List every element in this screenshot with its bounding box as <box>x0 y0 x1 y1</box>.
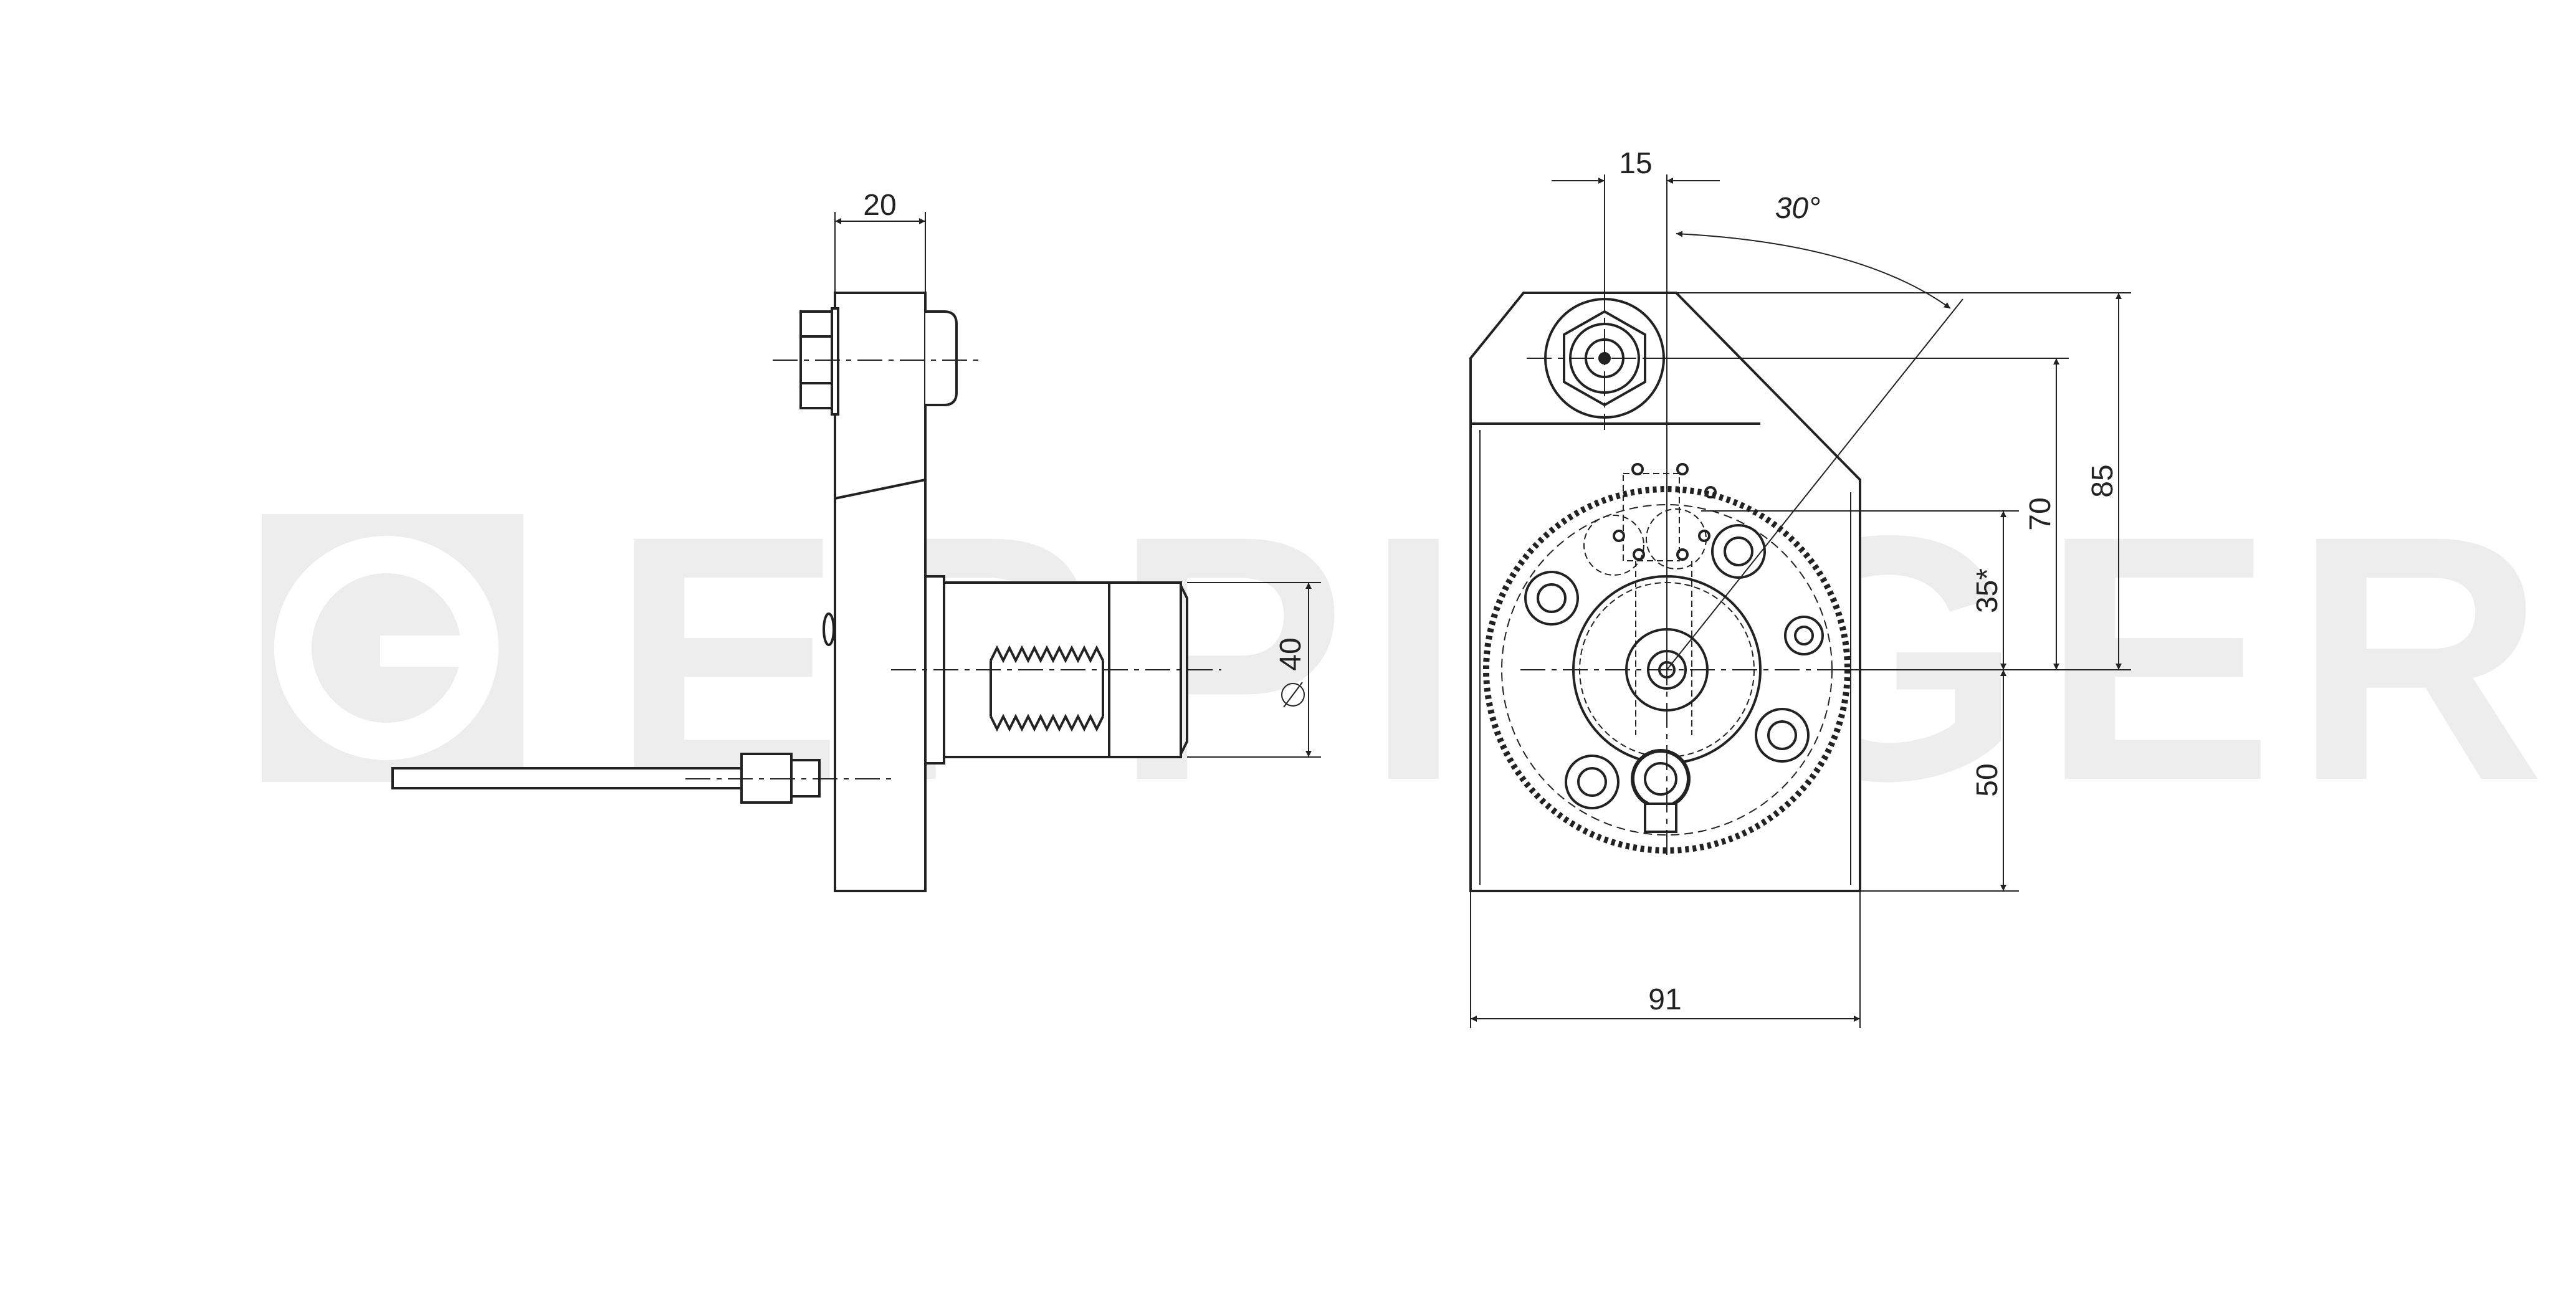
dim-side-diameter <box>1187 582 1321 758</box>
dim-label-front-offset: 15 <box>1619 147 1652 180</box>
side-plate-bolt <box>823 612 835 646</box>
front-small-holes <box>1613 463 1717 561</box>
dim-label-front-height-center: 35* <box>1971 568 2004 613</box>
side-nut-washer <box>831 307 839 416</box>
side-centerlines <box>685 360 1221 779</box>
front-coolant-nozzle <box>1631 749 1691 833</box>
dim-label-side-diameter: 40 <box>1274 637 1307 670</box>
dim-label-front-angle: 30° <box>1775 192 1821 225</box>
watermark-logo-bar <box>380 636 474 667</box>
dim-front-offset <box>1552 174 1720 670</box>
front-gear-bolts <box>1524 524 1824 809</box>
watermark: EPPINGER <box>262 463 2545 853</box>
dim-front-width <box>1470 891 1861 1028</box>
side-view <box>391 212 1321 892</box>
dim-side-width <box>834 212 926 293</box>
dim-label-front-width: 91 <box>1648 983 1681 1016</box>
dim-front-angle <box>1666 231 1963 670</box>
dim-front-right-extensions <box>1645 292 2131 892</box>
side-plate-break-line <box>834 479 926 500</box>
dim-label-side-width: 20 <box>863 189 896 222</box>
side-coolant-pipe <box>391 767 743 789</box>
watermark-logo-icon <box>274 536 499 760</box>
dim-label-front-height-bottom: 50 <box>1971 763 2004 796</box>
dim-label-front-height-total: 85 <box>2086 464 2119 497</box>
side-shank-chamfer <box>1180 585 1188 755</box>
side-plate <box>834 292 927 892</box>
side-cap <box>925 310 958 406</box>
front-hidden-bores <box>1583 473 1707 735</box>
front-view <box>1469 174 2131 1028</box>
dim-label-front-height-mid: 70 <box>2024 497 2057 530</box>
